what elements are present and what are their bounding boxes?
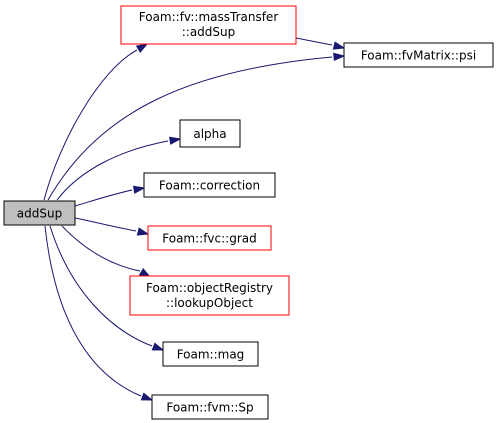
edge-masstransfer-to-psi-arrowhead xyxy=(332,41,346,50)
node-sp-label: Foam::fvm::Sp xyxy=(166,401,253,415)
node-fvc-grad[interactable]: Foam::fvc::grad xyxy=(147,225,272,251)
edge-addsup-to-sp xyxy=(44,225,154,401)
edge-addsup-to-grad-arrowhead xyxy=(136,227,150,236)
edge-addsup-to-grad xyxy=(74,217,150,236)
edge-addsup-to-masstransfer xyxy=(43,43,149,201)
node-alpha[interactable]: alpha xyxy=(179,119,241,148)
edge-addsup-to-psi xyxy=(47,52,346,201)
node-mag-label: Foam::mag xyxy=(177,348,245,362)
node-objectregistry-lookupobject[interactable]: Foam::objectRegistry ::lookupObject xyxy=(129,275,290,316)
edge-masstransfer-to-psi xyxy=(295,37,346,50)
edge-addsup-to-mag-line xyxy=(49,225,153,347)
edge-addsup-to-grad-line xyxy=(74,217,137,232)
node-psi-box xyxy=(343,42,494,68)
node-masstransfer-label-2: ::addSup xyxy=(182,25,236,39)
node-correction-label: Foam::correction xyxy=(159,179,260,193)
node-fvmatrix-psi[interactable]: Foam::fvMatrix::psi xyxy=(343,42,494,68)
node-correction-box xyxy=(143,172,276,198)
node-sp-box xyxy=(151,394,269,420)
node-correction[interactable]: Foam::correction xyxy=(143,172,276,198)
edge-addsup-to-mag xyxy=(49,225,165,351)
edge-addsup-to-psi-line xyxy=(47,56,333,201)
edges xyxy=(43,37,346,401)
edge-addsup-to-lookupobject xyxy=(61,225,152,278)
node-mag[interactable]: Foam::mag xyxy=(162,341,259,367)
edge-addsup-to-alpha-arrowhead xyxy=(168,136,182,145)
edge-addsup-to-masstransfer-line xyxy=(43,49,138,201)
node-grad-label: Foam::fvc::grad xyxy=(162,232,256,246)
node-addsup[interactable]: addSup xyxy=(3,200,76,226)
edge-addsup-to-correction-arrowhead xyxy=(132,185,146,194)
edge-addsup-to-lookupobject-line xyxy=(61,225,141,272)
edge-addsup-to-correction-line xyxy=(74,189,133,207)
edge-addsup-to-alpha-line xyxy=(56,140,169,201)
node-masstransfer-box xyxy=(120,5,297,45)
edge-addsup-to-sp-arrowhead xyxy=(140,392,154,401)
node-fvm-sp[interactable]: Foam::fvm::Sp xyxy=(151,394,269,420)
node-psi-label: Foam::fvMatrix::psi xyxy=(361,49,476,63)
edge-addsup-to-sp-line xyxy=(44,225,142,397)
edge-addsup-to-mag-arrowhead xyxy=(151,342,165,351)
node-masstransfer-label-1: Foam::fv::massTransfer xyxy=(139,10,279,24)
node-alpha-label: alpha xyxy=(193,127,226,141)
edge-masstransfer-to-psi-line xyxy=(295,37,333,46)
node-mag-box xyxy=(162,341,259,367)
edge-addsup-to-alpha xyxy=(56,136,182,201)
edge-addsup-to-psi-arrowhead xyxy=(333,52,346,62)
nodes: addSup Foam::fv::massTransfer ::addSup F… xyxy=(3,5,494,420)
node-lookupobject-label-2: ::lookupObject xyxy=(166,296,253,310)
node-addsup-label: addSup xyxy=(17,207,62,221)
node-alpha-box xyxy=(179,119,241,148)
edge-addsup-to-correction xyxy=(74,185,146,207)
node-lookupobject-label-1: Foam::objectRegistry xyxy=(146,281,273,295)
edge-addsup-to-masstransfer-arrowhead xyxy=(135,43,149,53)
node-grad-box xyxy=(147,225,272,251)
node-addsup-box xyxy=(3,200,76,226)
node-masstransfer-addsup[interactable]: Foam::fv::massTransfer ::addSup xyxy=(120,5,297,45)
node-lookupobject-box xyxy=(129,275,290,316)
